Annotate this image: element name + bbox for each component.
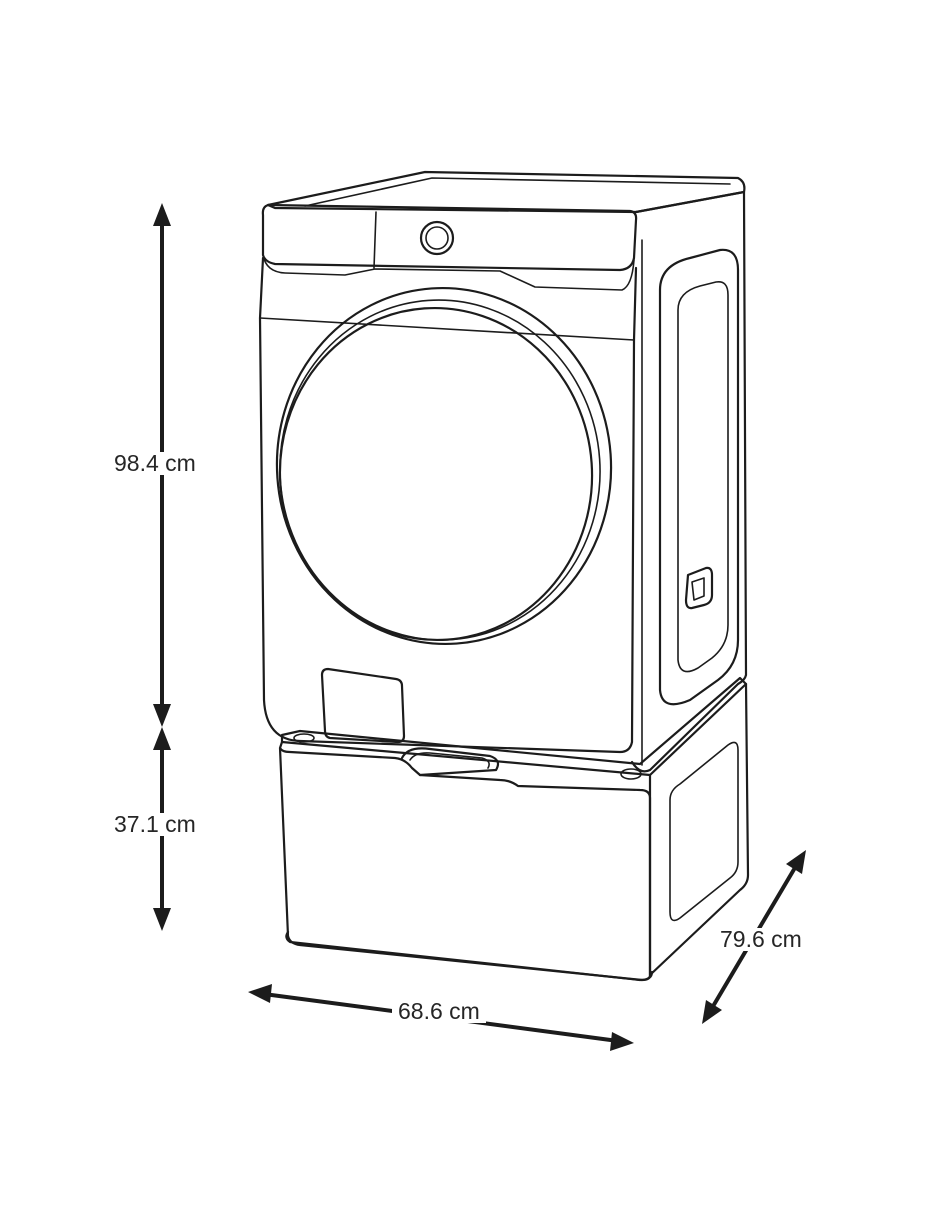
side-panel-outer — [658, 248, 740, 706]
display-divider — [373, 211, 377, 269]
dryer-front — [258, 256, 638, 754]
drawer-bottom-lip — [285, 930, 654, 982]
dryer-foot-left — [293, 733, 315, 743]
side-panel-inner — [677, 280, 729, 673]
drawer-handle — [400, 747, 500, 777]
panel-seam — [259, 317, 635, 341]
pedestal-height-label: 37.1 cm — [114, 811, 196, 837]
control-panel-bevel — [262, 254, 635, 291]
dryer-height-label: 98.4 cm — [114, 450, 196, 476]
control-dial — [419, 220, 455, 256]
front-access-panel — [320, 667, 406, 744]
depth-label: 79.6 cm — [716, 928, 806, 951]
pedestal — [278, 676, 750, 982]
control-panel — [261, 203, 638, 272]
dryer-top-inner — [304, 177, 731, 207]
pedestal-top — [280, 676, 748, 777]
side-handle — [684, 566, 714, 610]
pedestal-side — [648, 682, 750, 977]
width-label: 68.6 cm — [392, 1000, 486, 1023]
dryer — [258, 170, 748, 780]
dryer-door — [275, 286, 613, 646]
pedestal-side-panel — [669, 741, 739, 922]
pedestal-drawer — [278, 740, 652, 982]
dryer-side — [630, 190, 748, 773]
